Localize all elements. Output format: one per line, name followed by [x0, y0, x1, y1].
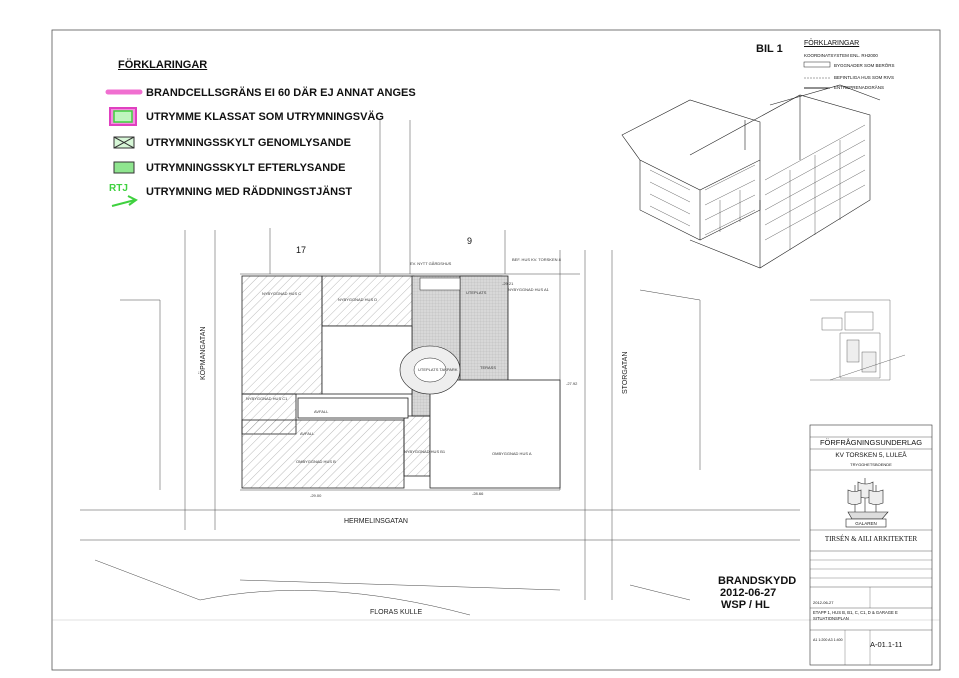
building-label: OMBYGGNAD HUS B	[296, 459, 336, 464]
title-block-purpose: FÖRFRÅGNINGSUNDERLAG	[819, 438, 923, 447]
plan-label: UTEPLATS	[466, 290, 487, 295]
legend-title: FÖRKLARINGAR	[118, 59, 208, 71]
building-label: NYBYGGNAD HUS D	[338, 297, 378, 302]
street-west: KÖPMANGATAN	[200, 326, 207, 380]
top-legend-line: ENTREPRENADGRÄNS	[834, 85, 885, 90]
bil-number: BIL 1	[756, 43, 783, 55]
building-label: NYBYGGNAD HUS C1	[246, 396, 288, 401]
building-hus-a1	[459, 275, 509, 389]
building-label: NYBYGGNAD HUS A1	[508, 287, 549, 292]
level-label: -27.92	[566, 381, 578, 386]
title-block-drawing-title: ETAPP 1, HUS B, B1, C, C1, D & GARAGE E …	[813, 610, 898, 621]
block-number: 9	[467, 236, 473, 246]
building-hus-b1	[403, 415, 431, 477]
building-label: NYBYGGNAD HUS C	[262, 291, 302, 296]
building-hus-a	[429, 379, 561, 489]
building-label: NYBYGGNAD HUS B1	[404, 449, 446, 454]
level-label: -29.21	[502, 281, 514, 286]
legend-green-arrow	[111, 195, 138, 207]
top-legend-title: FÖRKLARINGAR	[804, 40, 860, 47]
top-legend-line: BYGGNADER SOM BERÖRS	[834, 63, 895, 68]
title-block-scale: A1 1:200 A3 1:400	[813, 638, 843, 642]
top-legend-line: BEFINTLIGA HUS SOM RIVS	[834, 75, 895, 80]
title-block-architect: TIRSÉN & AILI ARKITEKTER	[824, 535, 918, 543]
legend-rtj-label: RTJ	[109, 183, 128, 194]
isometric-building-sketch	[621, 84, 881, 269]
top-legend-line: KOORDINATSYSTEM ENL. RH2000	[804, 53, 878, 58]
building-label: OMBYGGNAD HUS A	[492, 451, 532, 456]
title-block-drawing-number: A-01.1-11	[870, 640, 903, 649]
title-block-frame	[809, 424, 933, 666]
title-block-date: 2012-06-27	[813, 600, 834, 605]
street-east: STORGATAN	[622, 351, 629, 394]
level-label: -29.00	[310, 493, 322, 498]
fire-protection-stamp: BRANDSKYDD 2012-06-27 WSP / HL	[718, 575, 797, 611]
level-label: -28.66	[472, 491, 484, 496]
ship-logo-icon	[845, 478, 889, 528]
block-number: 17	[296, 245, 307, 255]
title-block-logo-text: GALAREN	[855, 521, 877, 526]
street-bottom: FLORAS KULLE	[370, 609, 423, 616]
building-hus-b	[241, 419, 405, 489]
street-lines	[80, 120, 800, 616]
plan-label: AVFALL	[314, 409, 329, 414]
legend-green-sign	[113, 161, 135, 174]
plan-label: UTEPLATS TAKPARK	[418, 367, 458, 372]
title-block-project: KV TORSKEN 5, LULEÅ	[835, 452, 907, 459]
buildings	[241, 275, 561, 489]
plan-label: AVFALL	[300, 431, 315, 436]
sheet-border	[51, 29, 941, 671]
plan-label: EV. NYTT GÅRDSHUS	[410, 261, 452, 266]
title-block-subproject: TRYGGHETSBOENDE	[850, 462, 892, 467]
plan-label: BEF. HUS KV. TORSKEN 8	[512, 257, 561, 262]
key-map	[810, 299, 906, 381]
plan-label: TERASS	[480, 365, 497, 370]
street-south: HERMELINSGATAN	[344, 518, 408, 525]
building-hus-d	[321, 275, 415, 327]
